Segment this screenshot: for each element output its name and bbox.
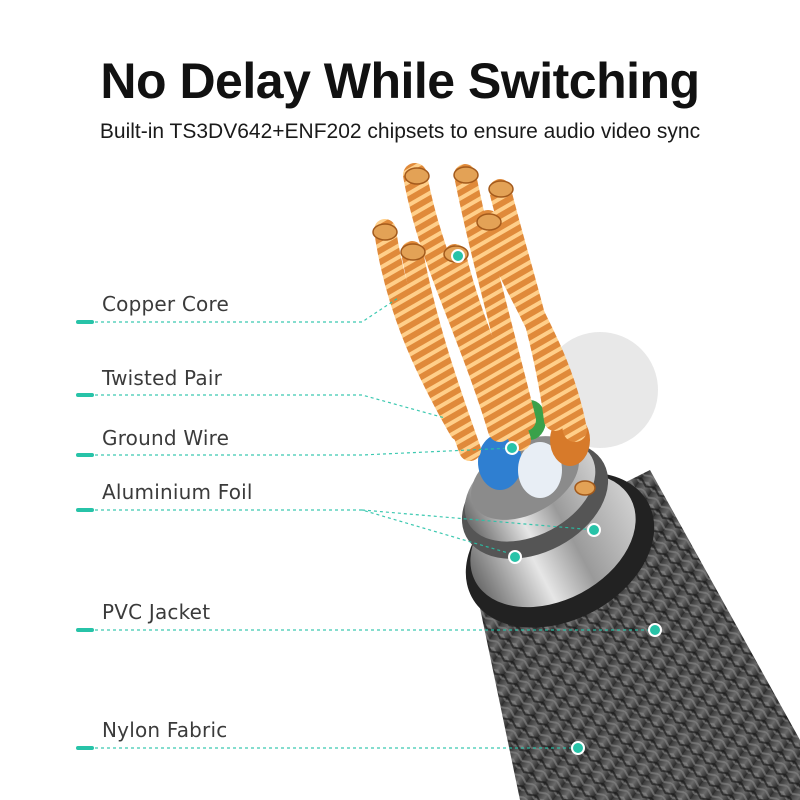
label-copper-core: Copper Core bbox=[102, 292, 229, 316]
subheadline: Built-in TS3DV642+ENF202 chipsets to ens… bbox=[99, 120, 701, 143]
label-nylon-fabric-marker bbox=[76, 746, 94, 750]
label-ground-wire: Ground Wire bbox=[102, 426, 230, 450]
label-aluminium-foil-marker bbox=[76, 508, 94, 512]
label-copper-core-marker bbox=[76, 320, 94, 324]
label-pvc-jacket: PVC Jacket bbox=[102, 600, 211, 624]
label-ground-wire-marker bbox=[76, 453, 94, 457]
label-twisted-pair: Twisted Pair bbox=[102, 366, 223, 390]
label-twisted-pair-marker bbox=[76, 393, 94, 397]
headline: No Delay While Switching bbox=[100, 53, 700, 109]
label-aluminium-foil: Aluminium Foil bbox=[102, 480, 253, 504]
label-nylon-fabric: Nylon Fabric bbox=[102, 718, 228, 742]
label-pvc-jacket-marker bbox=[76, 628, 94, 632]
